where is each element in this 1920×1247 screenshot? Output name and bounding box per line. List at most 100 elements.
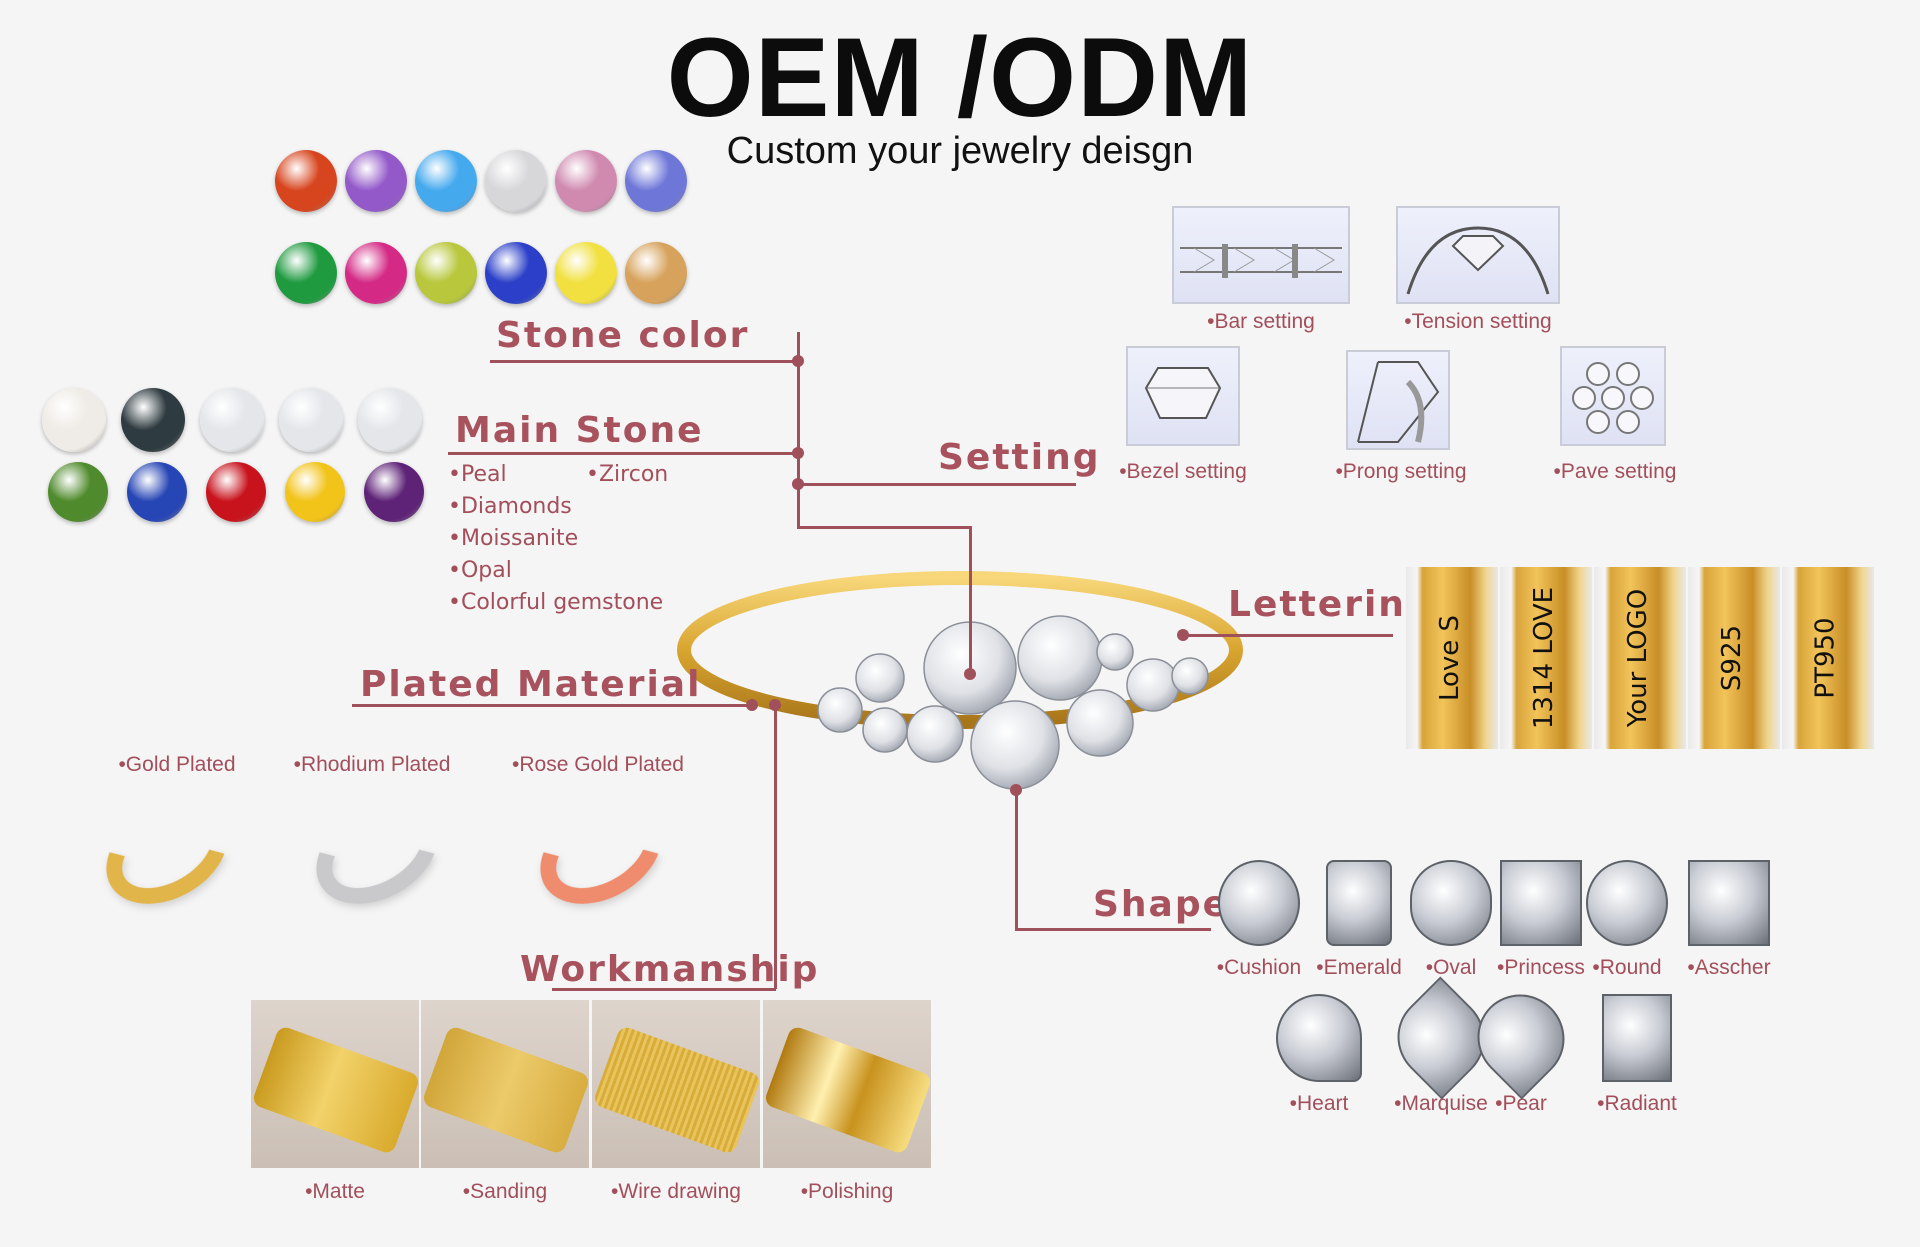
bezel-setting-image — [1126, 346, 1240, 446]
main-stone-item: •Peal — [448, 462, 507, 487]
workmanship-underline — [552, 988, 776, 991]
shape-underline — [1015, 928, 1211, 931]
shape-heading: Shape — [1093, 884, 1230, 925]
shape-caption: •Emerald — [1316, 956, 1402, 979]
main-stone-swatch — [48, 462, 108, 522]
main-stone-swatch — [358, 388, 422, 452]
shape-diamond-image — [1326, 860, 1392, 946]
main-stone-swatch — [121, 388, 185, 452]
pave-setting-image — [1560, 346, 1666, 446]
workmanship-caption: •Polishing — [800, 1180, 894, 1203]
setting-caption: •Bar setting — [1207, 310, 1315, 333]
connector-dot — [746, 699, 758, 711]
stone-color-swatch — [415, 150, 477, 212]
lettering-sample: Your LOGO — [1594, 567, 1686, 749]
connector-dot — [1010, 784, 1022, 796]
lettering-sample: 1314 LOVE — [1500, 567, 1592, 749]
main-stone-item: •Opal — [448, 558, 512, 583]
stone-color-swatch — [275, 242, 337, 304]
connector-dot — [769, 699, 781, 711]
shape-diamond-image — [1602, 994, 1672, 1082]
shape-caption: •Round — [1592, 956, 1662, 979]
shape-caption: •Cushion — [1216, 956, 1302, 979]
shape-diamond-image — [1500, 860, 1582, 946]
setting-caption: •Pave setting — [1553, 460, 1677, 483]
main-stone-underline — [448, 452, 798, 455]
stone-color-swatch — [485, 150, 547, 212]
lettering-underline — [1183, 634, 1393, 637]
workmanship-heading: Workmanship — [520, 949, 820, 990]
stone-color-underline — [490, 360, 798, 363]
shape-diamond-image — [1410, 860, 1492, 946]
polishing-finish-image — [763, 1000, 931, 1168]
lettering-sample: PT950 — [1782, 567, 1874, 749]
stone-color-heading: Stone color — [496, 315, 750, 356]
connector-dot — [792, 355, 804, 367]
plated-underline — [352, 704, 752, 707]
main-stone-swatch — [42, 388, 106, 452]
shape-caption: •Princess — [1497, 956, 1585, 979]
stone-color-swatch — [275, 150, 337, 212]
shape-caption: •Oval — [1425, 956, 1477, 979]
stone-color-swatch — [415, 242, 477, 304]
workmanship-connector — [774, 704, 777, 989]
shape-diamond-image — [1218, 860, 1300, 946]
bar-setting-image — [1172, 206, 1350, 304]
shape-connector — [1015, 790, 1018, 930]
main-stone-swatch — [206, 462, 266, 522]
lettering-sample: S925 — [1688, 567, 1780, 749]
plated-caption: •Rose Gold Plated — [512, 753, 684, 776]
shape-caption: •Marquise — [1394, 1092, 1488, 1115]
main-stone-swatch — [364, 462, 424, 522]
plated-ring-sample — [298, 781, 456, 925]
main-stone-swatch — [279, 388, 343, 452]
stone-color-swatch — [345, 150, 407, 212]
plated-ring-sample — [88, 781, 246, 925]
main-stone-swatch — [285, 462, 345, 522]
connector-dot — [964, 668, 976, 680]
shape-diamond-image — [1459, 976, 1583, 1100]
shape-caption: •Radiant — [1597, 1092, 1677, 1115]
sanding-finish-image — [421, 1000, 589, 1168]
shape-caption: •Pear — [1495, 1092, 1547, 1115]
connector-dot — [792, 478, 804, 490]
plated-ring-sample — [522, 781, 680, 925]
connector-vertical — [797, 332, 800, 528]
shape-diamond-image — [1586, 860, 1668, 946]
main-stone-item: •Moissanite — [448, 526, 579, 551]
plated-material-heading: Plated Material — [360, 664, 702, 705]
main-stone-heading: Main Stone — [455, 410, 704, 451]
workmanship-caption: •Matte — [305, 1180, 365, 1203]
lettering-heading: Lettering — [1228, 584, 1434, 625]
workmanship-caption: •Sanding — [462, 1180, 548, 1203]
stone-color-swatch — [485, 242, 547, 304]
lettering-sample: Love S — [1406, 567, 1498, 749]
stone-color-swatch — [345, 242, 407, 304]
main-stone-swatch — [127, 462, 187, 522]
prong-setting-image — [1346, 350, 1450, 450]
tension-setting-image — [1396, 206, 1560, 304]
setting-caption: •Bezel setting — [1119, 460, 1247, 483]
setting-caption: •Tension setting — [1404, 310, 1552, 333]
main-stone-item: •Colorful gemstone — [448, 590, 664, 615]
plated-caption: •Rhodium Plated — [293, 753, 451, 776]
shape-diamond-image — [1276, 994, 1362, 1082]
shape-diamond-image — [1688, 860, 1770, 946]
stone-color-swatch — [555, 242, 617, 304]
matte-finish-image — [251, 1000, 419, 1168]
setting-heading: Setting — [938, 437, 1101, 478]
main-stone-item: •Diamonds — [448, 494, 572, 519]
workmanship-caption: •Wire drawing — [611, 1180, 741, 1203]
stone-color-swatch — [555, 150, 617, 212]
shape-caption: •Asscher — [1687, 956, 1771, 979]
main-stone-swatch — [200, 388, 264, 452]
connector-horizontal — [797, 526, 971, 529]
connector-dot — [1177, 629, 1189, 641]
stone-color-swatch — [625, 150, 687, 212]
connector-to-ring — [969, 526, 972, 674]
main-stone-item: •Zircon — [586, 462, 669, 487]
wire-drawing-finish-image — [592, 1000, 760, 1168]
ring-image — [677, 571, 1243, 790]
connector-dot — [792, 447, 804, 459]
